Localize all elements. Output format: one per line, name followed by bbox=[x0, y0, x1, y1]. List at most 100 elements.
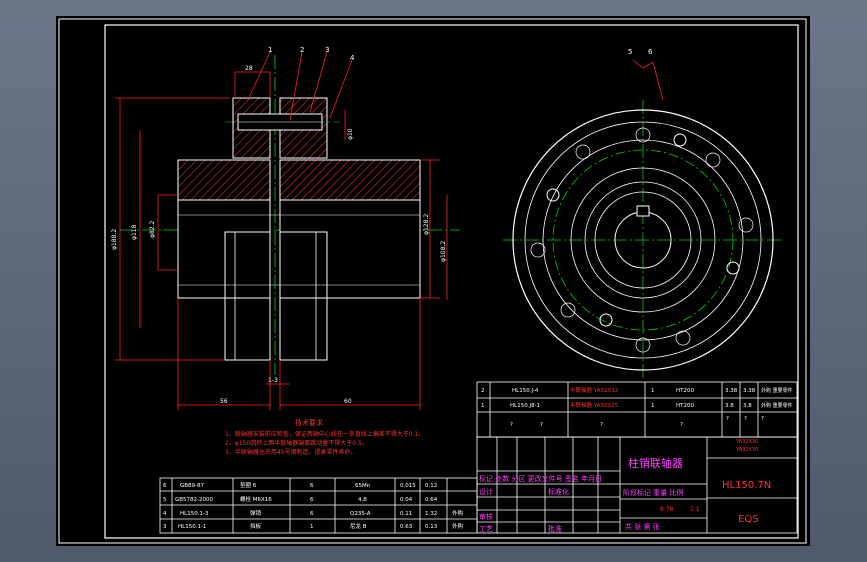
design-label: 设计 bbox=[479, 487, 493, 496]
dim-pin-dia: φ10 bbox=[347, 128, 354, 140]
bottom-row4-code: HL150.1-1 bbox=[178, 524, 206, 530]
sheet-inner-border bbox=[104, 24, 799, 539]
dim-left-dia-2: φ82.2 bbox=[149, 221, 156, 239]
tech-req-line-1: 1、联轴器安装前应检查，保证两轴中心线在一条直线上偏差不得大于0.1。 bbox=[225, 430, 424, 438]
top-row1-note: 外购 重要零件 bbox=[761, 387, 793, 394]
bottom-row2-w2: 0.64 bbox=[425, 497, 438, 503]
bottom-row2-qty: 6 bbox=[310, 497, 314, 503]
top-row2-mat: HT200 bbox=[676, 403, 694, 409]
top-row2-code: HL150.J8-1 bbox=[510, 403, 540, 409]
bottom-row2-w1: 0.04 bbox=[400, 497, 413, 503]
bottom-row3-code: HL150.1-3 bbox=[180, 511, 209, 517]
tech-req-line-2: 2、φ150回转上两半联轴器端面跳动量不得大于0.5。 bbox=[225, 439, 368, 447]
part-no-5: 5 bbox=[628, 48, 632, 56]
dim-right-dia-1: φ128.2 bbox=[423, 214, 430, 235]
drawing-number: HL150.7N bbox=[722, 480, 771, 491]
standardize-label: 标准化 bbox=[548, 487, 569, 496]
dim-right-length: 60 bbox=[344, 398, 352, 405]
stage-label: 阶段标记 重量 比例 bbox=[623, 488, 683, 497]
part-no-1: 1 bbox=[268, 46, 272, 54]
bottom-row4-no: 3 bbox=[163, 524, 167, 530]
section-view: 1 2 3 4 28 φ10 φ188.2 φ118 φ82.2 φ128.2 … bbox=[111, 46, 460, 410]
review-label: 审核 bbox=[479, 512, 493, 521]
drawing-title: 柱销联轴器 bbox=[628, 456, 683, 470]
bottom-row3-qty: 6 bbox=[310, 511, 314, 517]
sheet-outer-border bbox=[58, 18, 807, 544]
top-row1-w2: 3.38 bbox=[743, 388, 756, 394]
bottom-row1-name: 垫圈 6 bbox=[240, 481, 257, 489]
bottom-row3-mat: Q235-A bbox=[350, 511, 371, 517]
top-row3-q3: ? bbox=[600, 422, 603, 428]
bottom-row3-w2: 1.32 bbox=[425, 511, 437, 517]
top-row3-q7: ? bbox=[761, 416, 764, 422]
top-row2-w2: 3.8 bbox=[743, 403, 752, 409]
title-block bbox=[476, 436, 798, 534]
bottom-row2-code: GB5782-2000 bbox=[175, 497, 214, 503]
bottom-row2-no: 5 bbox=[163, 497, 167, 503]
bottom-row1-no: 6 bbox=[163, 483, 167, 489]
top-row3-q5: ? bbox=[726, 416, 729, 422]
top-row2-w1: 3.8 bbox=[725, 403, 734, 409]
material-hint-1: YA32X30 bbox=[735, 439, 758, 445]
top-row3-q2: ? bbox=[540, 422, 543, 428]
top-row2-no: 1 bbox=[481, 403, 485, 409]
tech-req-line-3: 3、半联轴器允许用45号钢制造，提高零件寿命。 bbox=[225, 448, 356, 456]
part-no-4: 4 bbox=[350, 54, 355, 62]
bottom-row4-mat: 尼龙 B bbox=[350, 522, 367, 530]
bottom-row1-w1: 0.015 bbox=[400, 483, 416, 489]
top-row2-note: 外购 重要零件 bbox=[761, 402, 793, 409]
top-row3-q1: ? bbox=[510, 422, 513, 428]
drawing-canvas bbox=[56, 16, 810, 546]
top-row1-qty: 1 bbox=[651, 388, 655, 394]
top-row1-no: 2 bbox=[481, 388, 485, 394]
dim-top-width: 28 bbox=[245, 65, 253, 72]
bottom-row4-w1: 0.63 bbox=[400, 524, 413, 530]
top-row1-mat: HT200 bbox=[676, 388, 694, 394]
title-block-text: 柱销联轴器 HL150.7N YA32X30 YA32X30 EQS 标记 处数… bbox=[479, 439, 771, 533]
parts-list-bottom-text: 6 GB89-87 垫圈 6 6 65Mn 0.015 0.12 5 GB578… bbox=[163, 481, 464, 530]
top-row3-q6: ? bbox=[744, 416, 747, 422]
parts-list-bottom bbox=[159, 477, 478, 534]
top-row3-q4: ? bbox=[680, 422, 683, 428]
parts-list-top-text: 2 HL150.J-4 半联轴器 YA32X32 1 HT200 3.38 3.… bbox=[481, 386, 793, 428]
top-row1-name: 半联轴器 YA32X32 bbox=[570, 386, 618, 394]
top-row1-code: HL150.J-4 bbox=[512, 388, 539, 394]
part-no-6: 6 bbox=[648, 48, 653, 56]
process-label: 工艺 bbox=[479, 525, 493, 533]
approve-label: 批准 bbox=[548, 524, 562, 533]
bottom-row4-w2: 0.13 bbox=[425, 524, 438, 530]
bottom-row3-note: 外购 bbox=[452, 509, 464, 517]
material-hint-2: YA32X30 bbox=[735, 447, 758, 453]
bottom-row1-code: GB89-87 bbox=[180, 483, 205, 489]
bottom-row2-mat: 4.8 bbox=[358, 497, 367, 503]
top-row1-w1: 3.38 bbox=[725, 388, 738, 394]
top-row2-qty: 1 bbox=[651, 403, 655, 409]
company-name: EQS bbox=[738, 514, 759, 525]
weight-value: 8.78 bbox=[660, 506, 674, 513]
tech-req-title: 技术要求 bbox=[295, 418, 323, 427]
end-view bbox=[503, 59, 783, 380]
dim-left-length: 56 bbox=[220, 398, 228, 405]
bottom-row4-name: 挡板 bbox=[250, 522, 262, 530]
revision-header: 标记 处数 分区 更改文件号 签名 年月日 bbox=[479, 474, 602, 483]
bottom-row3-w1: 0.11 bbox=[400, 511, 412, 517]
sheets-label: 共 张 第 张 bbox=[625, 522, 660, 531]
dim-right-dia-2: φ108.2 bbox=[440, 241, 447, 262]
bottom-row1-w2: 0.12 bbox=[425, 483, 437, 489]
part-no-3: 3 bbox=[325, 46, 329, 54]
bottom-row3-no: 4 bbox=[163, 511, 167, 517]
dim-left-dia-1: φ118 bbox=[131, 224, 138, 240]
part-no-2: 2 bbox=[300, 46, 304, 54]
bottom-row1-mat: 65Mn bbox=[355, 483, 371, 489]
bottom-row3-name: 弹销 bbox=[250, 509, 262, 517]
bottom-row4-qty: 1 bbox=[310, 524, 314, 530]
scale-value: 1:1 bbox=[690, 506, 700, 513]
dim-gap: 1-3 bbox=[268, 377, 278, 384]
bottom-row2-name: 螺栓 M6X16 bbox=[240, 495, 272, 503]
dim-outer-dia: φ188.2 bbox=[111, 229, 118, 250]
technical-requirements: 技术要求 1、联轴器安装前应检查，保证两轴中心线在一条直线上偏差不得大于0.1。… bbox=[225, 418, 424, 456]
bottom-row4-note: 外购 bbox=[452, 522, 464, 530]
top-row2-name: 半联轴器 YA32X25 bbox=[570, 401, 619, 409]
bottom-row1-qty: 6 bbox=[310, 483, 314, 489]
